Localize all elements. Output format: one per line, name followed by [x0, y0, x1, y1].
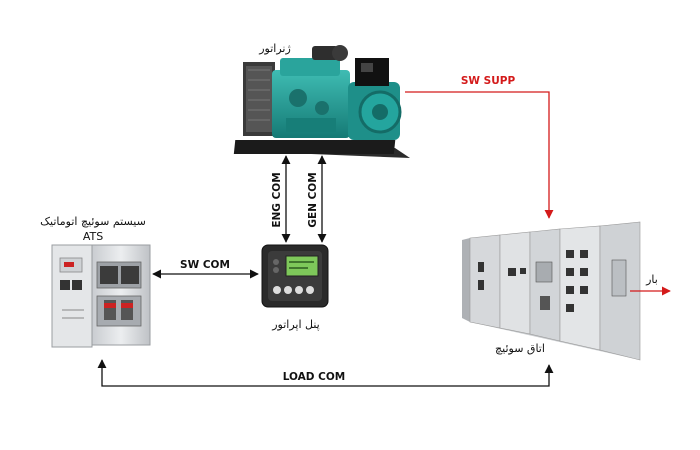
ats-cabinet-image — [51, 244, 151, 348]
panel-label: پنل اپراتور — [271, 318, 320, 331]
load-com-label: LOAD COM — [283, 371, 346, 383]
switch-room-image — [462, 221, 641, 361]
sw-com-label: SW COM — [180, 259, 230, 271]
load-com-line — [97, 359, 554, 387]
ats-label-fa: سیستم سوئیچ اتوماتیک — [40, 215, 146, 228]
generator-image — [233, 45, 410, 158]
switch-room-label: اتاق سوئیچ — [495, 342, 545, 355]
sw-supp-line — [405, 91, 554, 219]
eng-com-label: ENG COM — [271, 172, 283, 227]
gen-com-label: GEN COM — [307, 172, 319, 227]
load-label: بار — [645, 273, 658, 286]
ats-label-en: ATS — [83, 230, 103, 243]
generator-label: ژنراتور — [258, 42, 291, 55]
operator-panel-image — [261, 244, 329, 308]
sw-supp-label: SW SUPP — [461, 75, 516, 87]
